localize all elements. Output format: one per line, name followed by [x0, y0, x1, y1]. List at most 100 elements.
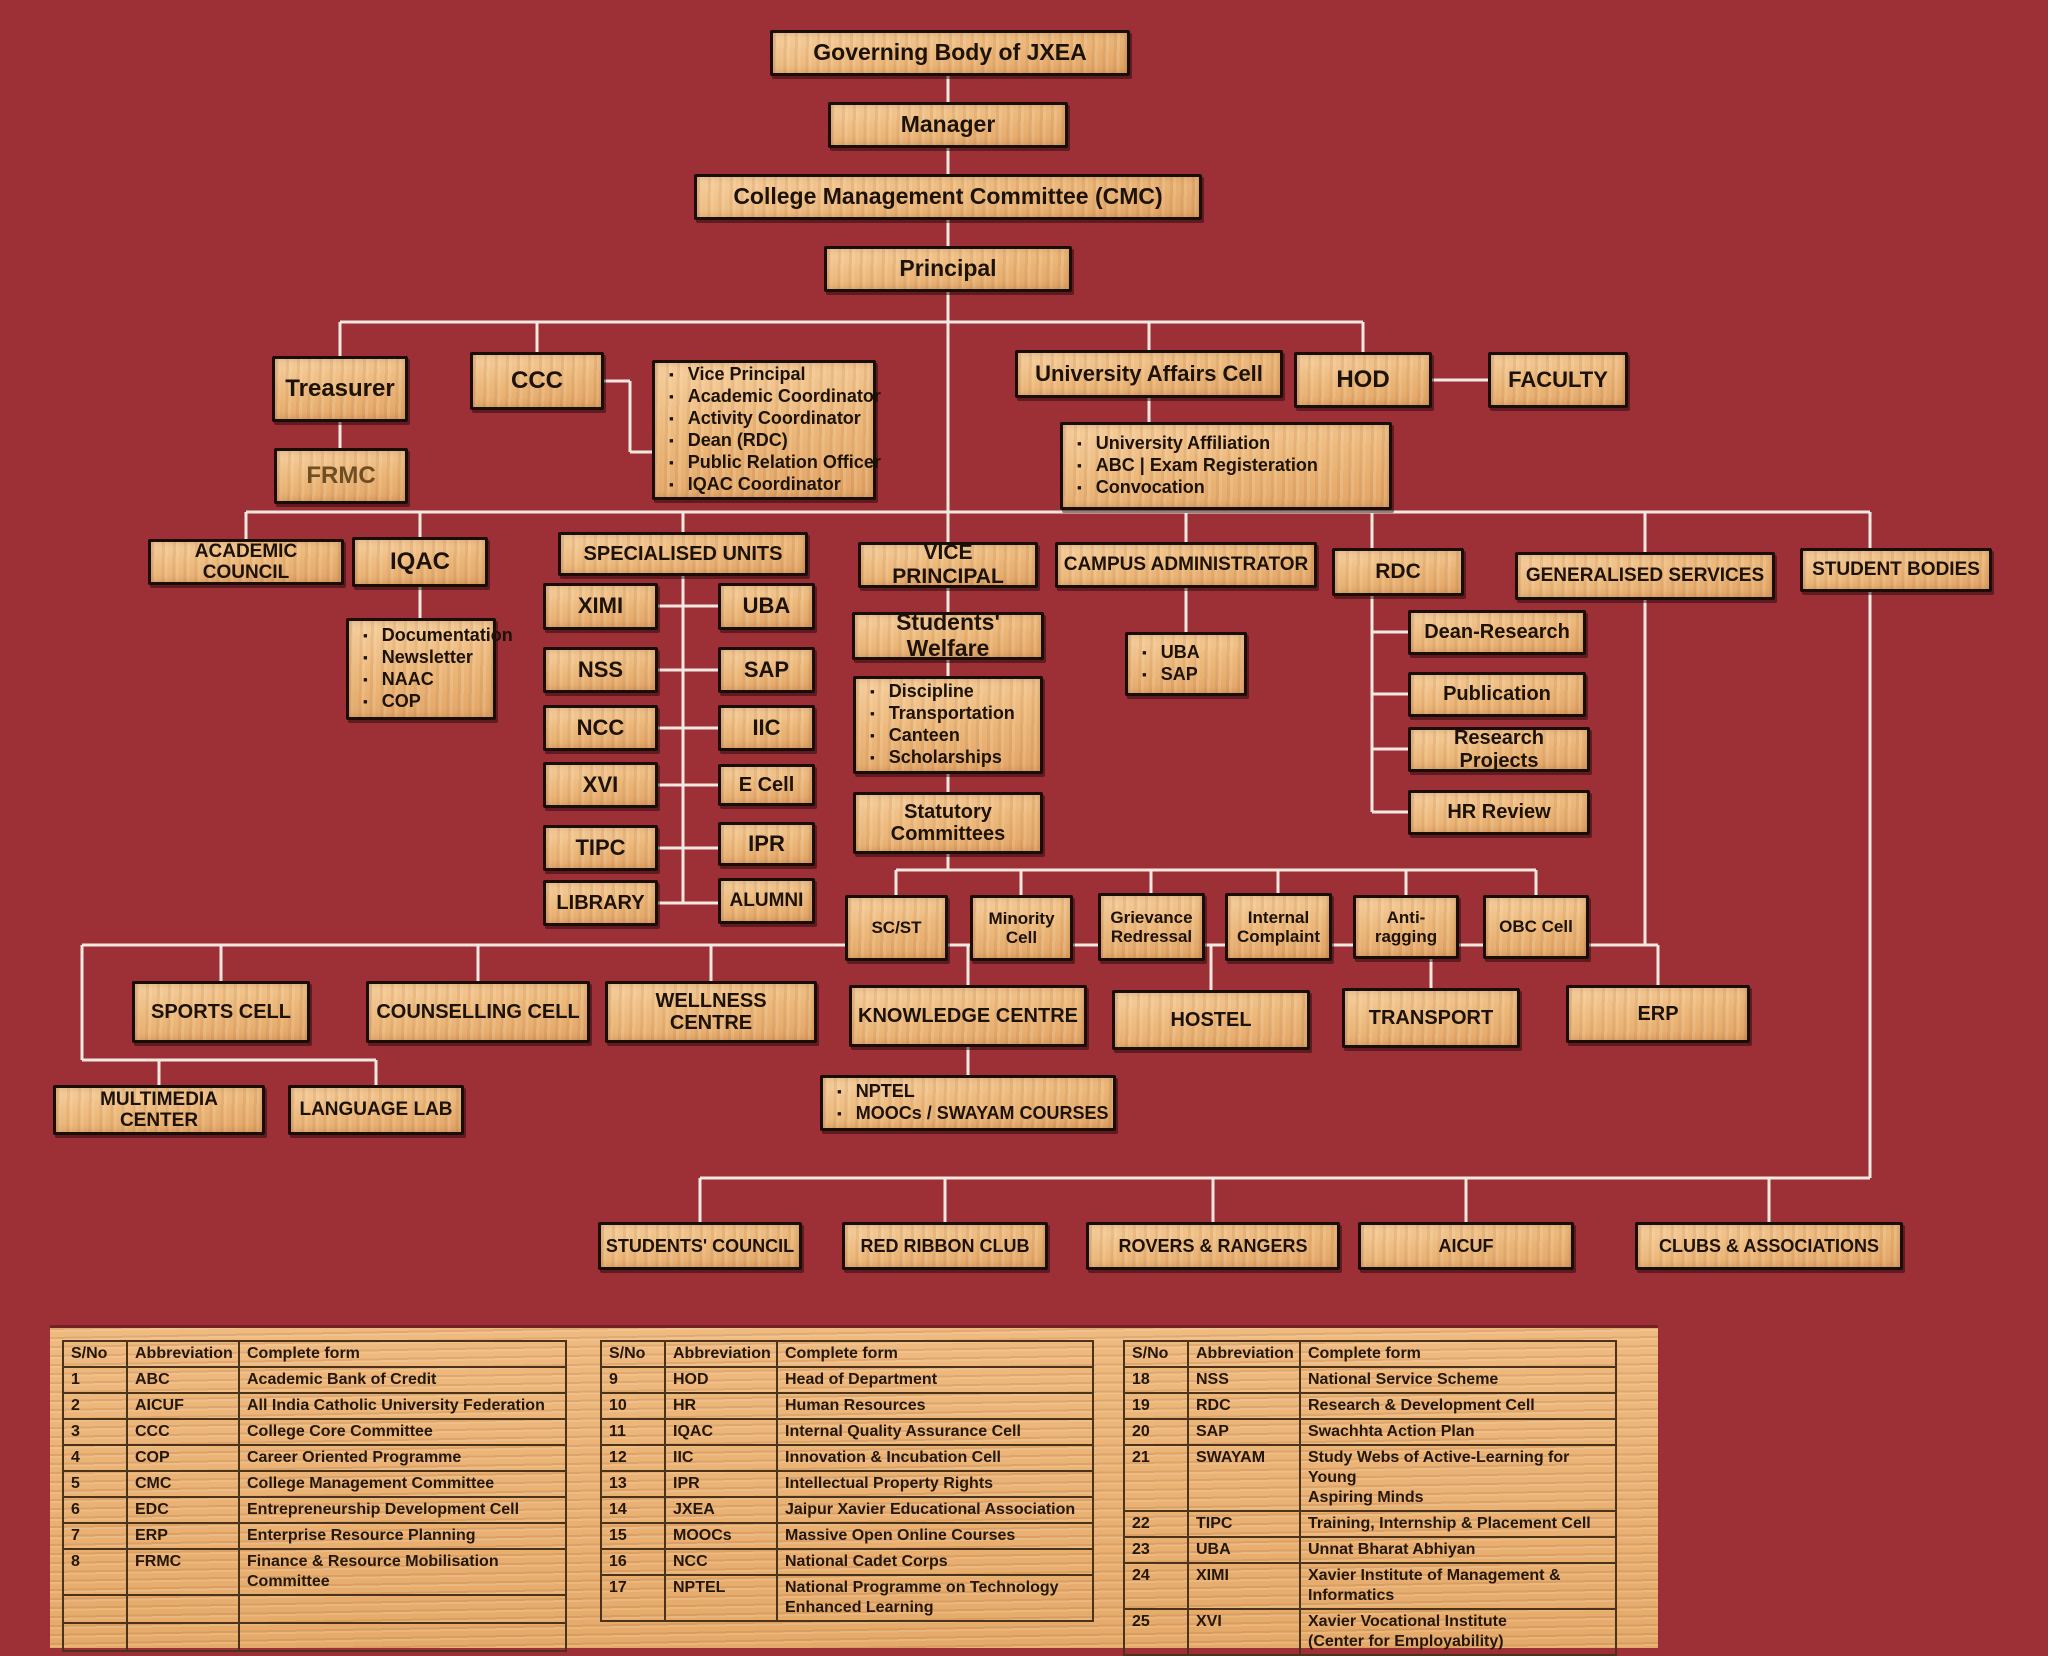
node-label: NCC	[576, 714, 625, 740]
cell-complete-form: National Service Scheme	[1299, 1366, 1617, 1394]
node-knowledge-centre: KNOWLEDGE CENTRE	[849, 985, 1087, 1047]
cell-complete-form: Human Resources	[776, 1392, 1094, 1420]
cell-abbreviation: EDC	[126, 1496, 240, 1524]
cell-complete-form: Jaipur Xavier Educational Association	[776, 1496, 1094, 1524]
cell-complete-form: Unnat Bharat Abhiyan	[1299, 1536, 1617, 1564]
node-label: E Cell	[738, 773, 795, 796]
node-label: IQAC	[390, 547, 450, 575]
node-academic-council: ACADEMIC COUNCIL	[148, 539, 344, 585]
cell-sno: 3	[62, 1418, 128, 1446]
cell-sno: 25	[1123, 1608, 1189, 1656]
cell-abbreviation: MOOCs	[664, 1522, 778, 1550]
node-label: SPORTS CELL	[150, 1000, 291, 1023]
node-faculty: FACULTY	[1488, 352, 1628, 408]
node-library: LIBRARY	[543, 880, 658, 926]
node-erp: ERP	[1566, 985, 1750, 1043]
node-ccc: CCC	[470, 352, 604, 410]
node-generalised-services: GENERALISED SERVICES	[1515, 552, 1775, 600]
node-label: WELLNESS CENTRE	[655, 989, 767, 1034]
node-label: Internal Complaint	[1236, 907, 1321, 946]
university-affairs-functions-items: University AffiliationABC | Exam Registe…	[1077, 433, 1318, 499]
cell-sno: 23	[1123, 1536, 1189, 1564]
node-sap: SAP	[718, 647, 815, 693]
node-label: Governing Body of JXEA	[813, 39, 1087, 66]
list-campus-admin-functions: UBASAP	[1125, 632, 1247, 696]
cell-sno: 7	[62, 1522, 128, 1550]
node-label: SC/ST	[871, 918, 922, 938]
cell-complete-form: College Core Committee	[238, 1418, 567, 1446]
list-ccc-responsibilities: Vice PrincipalAcademic CoordinatorActivi…	[652, 360, 881, 500]
bullet-item: University Affiliation	[1077, 433, 1318, 455]
node-label: GENERALISED SERVICES	[1525, 565, 1765, 587]
cell-abbreviation: ERP	[126, 1522, 240, 1550]
bullet-item: Newsletter	[363, 647, 513, 669]
node-wellness-centre: WELLNESS CENTRE	[605, 981, 817, 1043]
node-cmc: College Management Committee (CMC)	[694, 174, 1202, 220]
node-e-cell: E Cell	[718, 764, 815, 806]
node-student-bodies: STUDENT BODIES	[1800, 548, 1992, 592]
column-header: Complete form	[1299, 1340, 1617, 1368]
empty-cell	[126, 1622, 240, 1652]
cell-sno: 22	[1123, 1510, 1189, 1538]
cell-abbreviation: RDC	[1187, 1392, 1301, 1420]
table-empty-row	[62, 1594, 567, 1624]
cell-complete-form: National Cadet Corps	[776, 1548, 1094, 1576]
column-header: Abbreviation	[1187, 1340, 1301, 1368]
cell-abbreviation: AICUF	[126, 1392, 240, 1420]
node-hr-review: HR Review	[1408, 790, 1590, 835]
cell-sno: 10	[600, 1392, 666, 1420]
cell-complete-form: College Management Committee	[238, 1470, 567, 1498]
node-transport: TRANSPORT	[1342, 988, 1520, 1048]
node-research-projects: Research Projects	[1408, 727, 1590, 772]
bullet-item: Canteen	[870, 725, 1015, 747]
node-label: UBA	[742, 593, 791, 619]
cell-sno: 17	[600, 1574, 666, 1622]
bullet-item: ABC | Exam Registeration	[1077, 455, 1318, 477]
node-label: Anti-ragging	[1374, 907, 1438, 946]
node-label: Treasurer	[285, 374, 395, 402]
cell-sno: 5	[62, 1470, 128, 1498]
node-ncc: NCC	[543, 705, 658, 751]
node-label: MULTIMEDIA CENTER	[100, 1088, 218, 1131]
campus-admin-functions-items: UBASAP	[1142, 642, 1200, 686]
cell-complete-form: Intellectual Property Rights	[776, 1470, 1094, 1498]
bullet-item: Scholarships	[870, 747, 1015, 769]
column-header: S/No	[62, 1340, 128, 1368]
column-header: Abbreviation	[664, 1340, 778, 1368]
node-label: Principal	[899, 255, 997, 282]
node-label: STUDENT BODIES	[1812, 559, 1980, 581]
node-language-lab: LANGUAGE LAB	[288, 1085, 464, 1135]
node-label: College Management Committee (CMC)	[733, 183, 1163, 210]
bullet-item: IQAC Coordinator	[669, 474, 881, 496]
node-label: COUNSELLING CELL	[376, 1000, 580, 1023]
node-label: OBC Cell	[1499, 917, 1573, 937]
node-label: SPECIALISED UNITS	[583, 542, 783, 565]
node-label: Publication	[1443, 683, 1551, 706]
node-label: TRANSPORT	[1368, 1006, 1494, 1029]
cell-abbreviation: SWAYAM	[1187, 1444, 1301, 1512]
cell-complete-form: Finance & Resource Mobilisation Committe…	[238, 1548, 567, 1596]
node-label: RED RIBBON CLUB	[860, 1235, 1030, 1256]
bullet-item: MOOCs / SWAYAM COURSES	[837, 1103, 1109, 1125]
cell-abbreviation: IQAC	[664, 1418, 778, 1446]
node-publication: Publication	[1408, 672, 1586, 717]
node-sports-cell: SPORTS CELL	[132, 981, 310, 1043]
column-header: Complete form	[238, 1340, 567, 1368]
node-counselling-cell: COUNSELLING CELL	[366, 981, 590, 1043]
cell-abbreviation: UBA	[1187, 1536, 1301, 1564]
cell-abbreviation: ABC	[126, 1366, 240, 1394]
cell-complete-form: Training, Internship & Placement Cell	[1299, 1510, 1617, 1538]
cell-abbreviation: COP	[126, 1444, 240, 1472]
node-anti-ragging: Anti-ragging	[1353, 895, 1459, 959]
